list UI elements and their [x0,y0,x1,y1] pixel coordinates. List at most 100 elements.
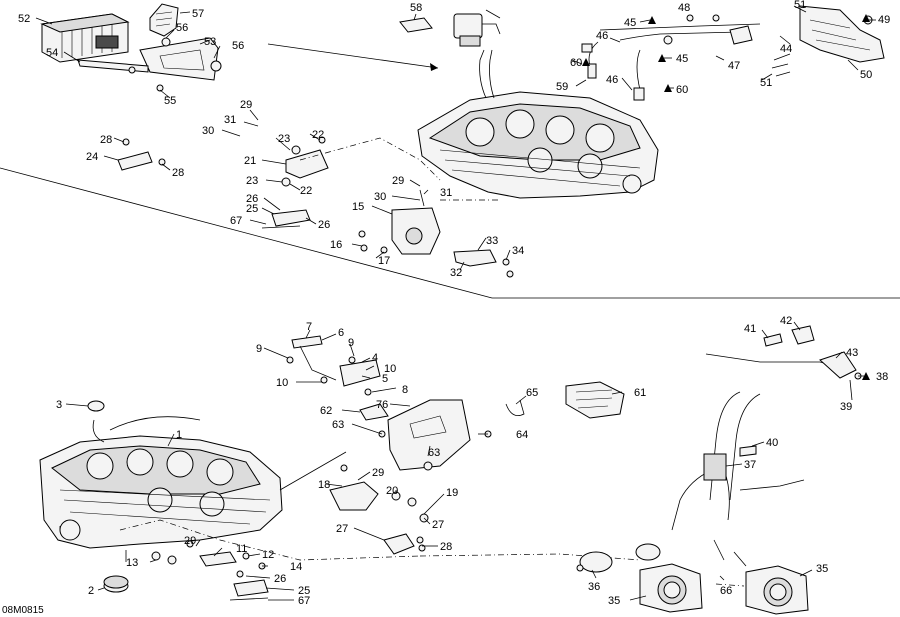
callout-27: 27 [432,519,444,531]
callout-29: 29 [372,467,384,479]
bracket-25b-drawing [229,570,269,601]
callout-23: 23 [278,133,290,145]
callout-51: 51 [794,0,806,11]
plug-2-drawing [103,575,129,593]
callout-48: 48 [678,2,690,14]
bracket-24-drawing [117,138,166,171]
cone-60b-marker [664,84,672,92]
callout-3: 3 [56,399,62,411]
callout-25: 25 [298,585,310,597]
callout-19: 19 [446,487,458,499]
callout-59: 59 [556,81,568,93]
callout-45: 45 [676,53,688,65]
callout-56: 56 [176,22,188,34]
bracket-62-drawing [359,399,471,471]
callout-29: 29 [240,99,252,111]
throttle-cable-drawing [671,353,851,531]
throttle-body-left-drawing [639,563,703,613]
bracket-25-drawing [261,209,311,229]
cone-45b-marker [658,54,666,62]
callout-14: 14 [290,561,302,573]
leader-lines [35,5,876,601]
bracket-32-drawing [453,249,514,278]
callout-9: 9 [256,343,262,355]
callout-18: 18 [318,479,330,491]
bracket-57-drawing [149,3,179,37]
callout-55: 55 [164,95,176,107]
callout-26: 26 [318,219,330,231]
engine-top-drawing [417,49,659,199]
bracket-21-drawing [281,136,329,187]
callout-64: 64 [516,429,528,441]
callout-8: 8 [402,384,408,396]
callout-54: 54 [46,47,58,59]
callout-36: 36 [588,581,600,593]
cone-60a-marker [582,58,590,66]
callout-57: 57 [192,8,204,20]
callout-32: 32 [450,267,462,279]
callout-31: 31 [440,187,452,199]
callout-62: 62 [320,405,332,417]
callout-47: 47 [728,60,740,72]
callout-7: 7 [306,321,312,333]
callout-30: 30 [202,125,214,137]
callout-39: 39 [840,401,852,413]
callout-2: 2 [88,585,94,597]
callout-53: 53 [204,36,216,48]
ecm-module-drawing [40,13,130,63]
callout-56: 56 [232,40,244,52]
cone-45a-marker [648,16,656,24]
callout-35: 35 [608,595,620,607]
callout-46: 46 [606,74,618,86]
callout-26: 26 [274,573,286,585]
sensor-harness-top-drawing [581,14,761,101]
callout-38: 38 [876,371,888,383]
callout-45: 45 [624,17,636,29]
gasket-58-drawing [399,17,433,33]
callout-24: 24 [86,151,98,163]
callout-51: 51 [760,77,772,89]
bracket-6-drawing [286,335,381,396]
drawing-code: 08M0815 [2,605,44,616]
callout-49: 49 [878,14,890,26]
callout-16: 16 [330,239,342,251]
bracket-15-drawing [391,189,441,255]
callout-27: 27 [336,523,348,535]
callout-21: 21 [244,155,256,167]
callout-33: 33 [486,235,498,247]
callout-5: 5 [382,373,388,385]
gasket-36-drawing [576,543,661,573]
cone-38-marker [862,372,870,380]
callout-1: 1 [176,429,182,441]
callout-10: 10 [276,377,288,389]
callout-12: 12 [262,549,274,561]
connector-41-drawing [763,325,815,347]
callout-60: 60 [570,57,582,69]
callout-28: 28 [440,541,452,553]
callout-28: 28 [172,167,184,179]
callout-29: 29 [392,175,404,187]
callout-labels: 52 57 56 53 56 54 55 5 8 48 45 51 49 46 4… [18,0,890,607]
callout-10: 10 [384,363,396,375]
callout-30: 30 [374,191,386,203]
callout-15: 15 [352,201,364,213]
cover-61-drawing [565,381,625,419]
section-divider [0,167,493,299]
callout-52: 52 [18,13,30,25]
callout-37: 37 [744,459,756,471]
callout-43: 43 [846,347,858,359]
callout-34: 34 [512,245,524,257]
callout-28: 28 [100,134,112,146]
callout-46: 46 [596,30,608,42]
bracket-27-drawing [383,533,426,555]
callout-63: 63 [428,447,440,459]
callout-41: 41 [744,323,756,335]
callout-67: 67 [230,215,242,227]
engine-bottom-drawing [39,416,347,549]
callout-25: 25 [246,203,258,215]
callout-17: 17 [378,255,390,267]
callout-60: 60 [676,84,688,96]
callout-67: 67 [298,595,310,607]
callout-42: 42 [780,315,792,327]
